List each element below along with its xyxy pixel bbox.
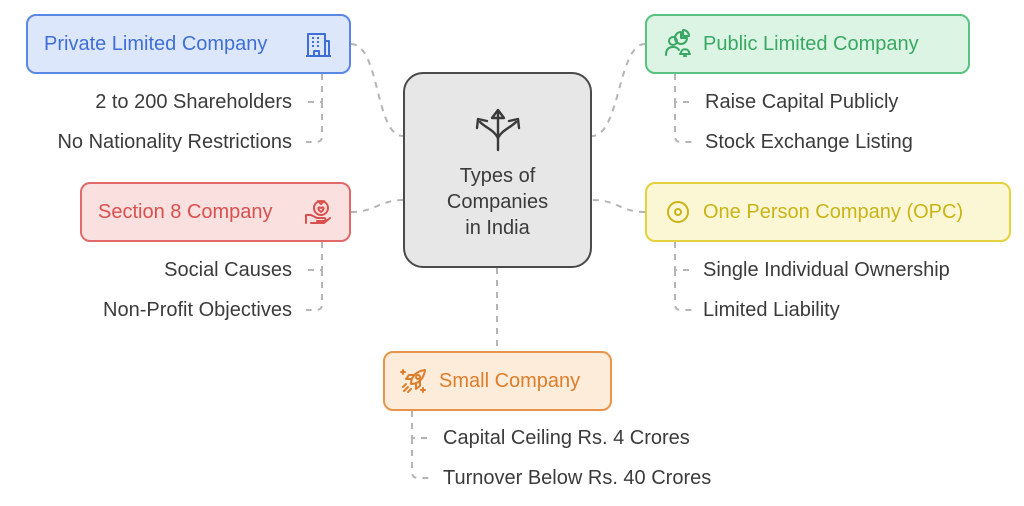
connector-public-leaf-2 xyxy=(674,102,692,143)
private-company-node: Private Limited Company xyxy=(26,14,351,74)
connector-section8-leaf-2 xyxy=(306,270,323,311)
public-leaf-listing: Stock Exchange Listing xyxy=(705,131,913,153)
private-leaf-shareholders: 2 to 200 Shareholders xyxy=(95,91,292,113)
split-arrows-icon xyxy=(470,100,526,163)
building-icon xyxy=(301,27,335,61)
connector-section8-leaf-1 xyxy=(306,242,323,271)
center-title-line-1: Types of xyxy=(459,164,536,187)
small-leaf-turnover: Turnover Below Rs. 40 Crores xyxy=(443,467,712,489)
center-node: Types of Companies in India xyxy=(403,72,592,268)
opc-leaf-liability: Limited Liability xyxy=(703,299,840,321)
connector-section8 xyxy=(350,199,404,213)
target-icon xyxy=(661,195,695,229)
rocket-icon xyxy=(397,364,431,398)
section8-leaf-social: Social Causes xyxy=(164,259,292,281)
opc-leaf-ownership: Single Individual Ownership xyxy=(703,259,950,281)
public-company-label: Public Limited Company xyxy=(703,32,919,55)
section8-leaf-nonprofit: Non-Profit Objectives xyxy=(103,299,292,321)
opc-company-label: One Person Company (OPC) xyxy=(703,200,964,223)
connector-private-leaf-1 xyxy=(306,74,323,103)
connector-small-leaf-1 xyxy=(411,411,430,439)
connector-opc xyxy=(591,199,646,213)
connector-opc-leaf-1 xyxy=(674,242,692,271)
connector-private xyxy=(350,43,404,137)
opc-company-node: One Person Company (OPC) xyxy=(645,182,1011,242)
center-title-line-3: in India xyxy=(465,216,530,239)
small-company-node: Small Company xyxy=(383,351,612,411)
connector-public-leaf-1 xyxy=(674,74,692,103)
private-company-label: Private Limited Company xyxy=(44,32,268,55)
connector-small-leaf-2 xyxy=(411,438,430,479)
section8-company-label: Section 8 Company xyxy=(98,200,273,223)
connector-opc-leaf-2 xyxy=(674,270,692,311)
people-chart-icon xyxy=(661,27,695,61)
section8-company-node: Section 8 Company xyxy=(80,182,351,242)
center-title-line-2: Companies xyxy=(446,190,549,213)
public-company-node: Public Limited Company xyxy=(645,14,970,74)
connector-public xyxy=(591,43,646,137)
private-leaf-nationality: No Nationality Restrictions xyxy=(57,131,292,153)
charity-hand-icon xyxy=(301,195,335,229)
connector-private-leaf-2 xyxy=(306,102,323,143)
small-leaf-capital-ceiling: Capital Ceiling Rs. 4 Crores xyxy=(443,427,690,449)
small-company-label: Small Company xyxy=(439,369,581,392)
public-leaf-capital: Raise Capital Publicly xyxy=(705,91,899,113)
